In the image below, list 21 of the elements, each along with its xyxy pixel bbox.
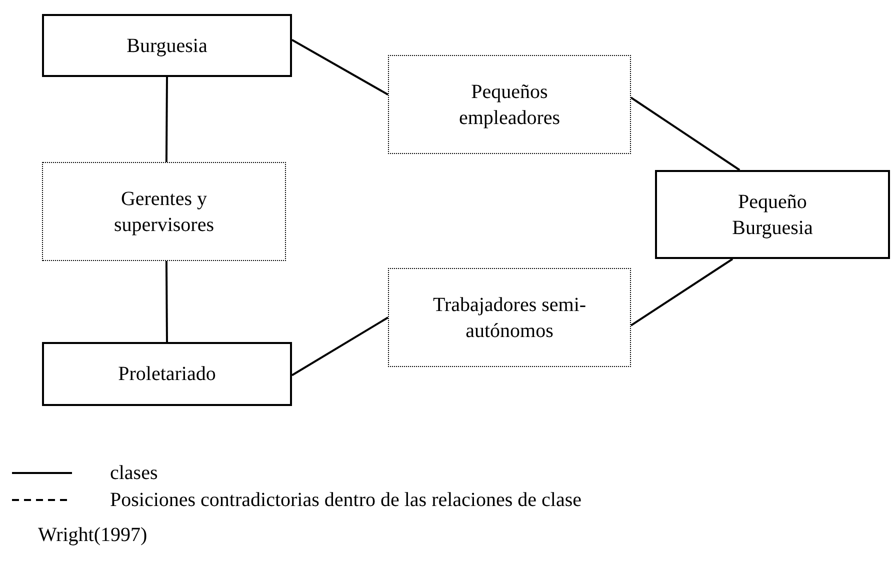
connector-line bbox=[630, 258, 734, 326]
connector-line bbox=[630, 96, 740, 171]
class-box bbox=[655, 170, 890, 259]
legend-text: Posiciones contradictorias dentro de las relaciones de clase bbox=[110, 488, 582, 512]
node-label: Gerentes y supervisores bbox=[113, 186, 215, 238]
connector-line bbox=[165, 261, 168, 342]
legend-text: clases bbox=[110, 461, 158, 485]
node-label: Pequeños empleadores bbox=[458, 80, 562, 130]
connector-line bbox=[292, 38, 388, 96]
connector-line bbox=[165, 77, 168, 162]
position-box bbox=[388, 268, 631, 367]
source-note: Wright(1997) bbox=[38, 524, 148, 547]
node-label: Proletariado bbox=[118, 362, 216, 387]
position-box bbox=[42, 162, 286, 261]
class-box bbox=[42, 342, 292, 406]
position-box bbox=[388, 55, 631, 154]
node-label: Trabajadores semi-autónomos bbox=[432, 292, 587, 344]
class-box bbox=[42, 14, 292, 77]
node-label: Burguesia bbox=[126, 34, 208, 58]
node-label: Pequeño Burguesia bbox=[731, 190, 814, 240]
connector-line bbox=[291, 316, 389, 376]
